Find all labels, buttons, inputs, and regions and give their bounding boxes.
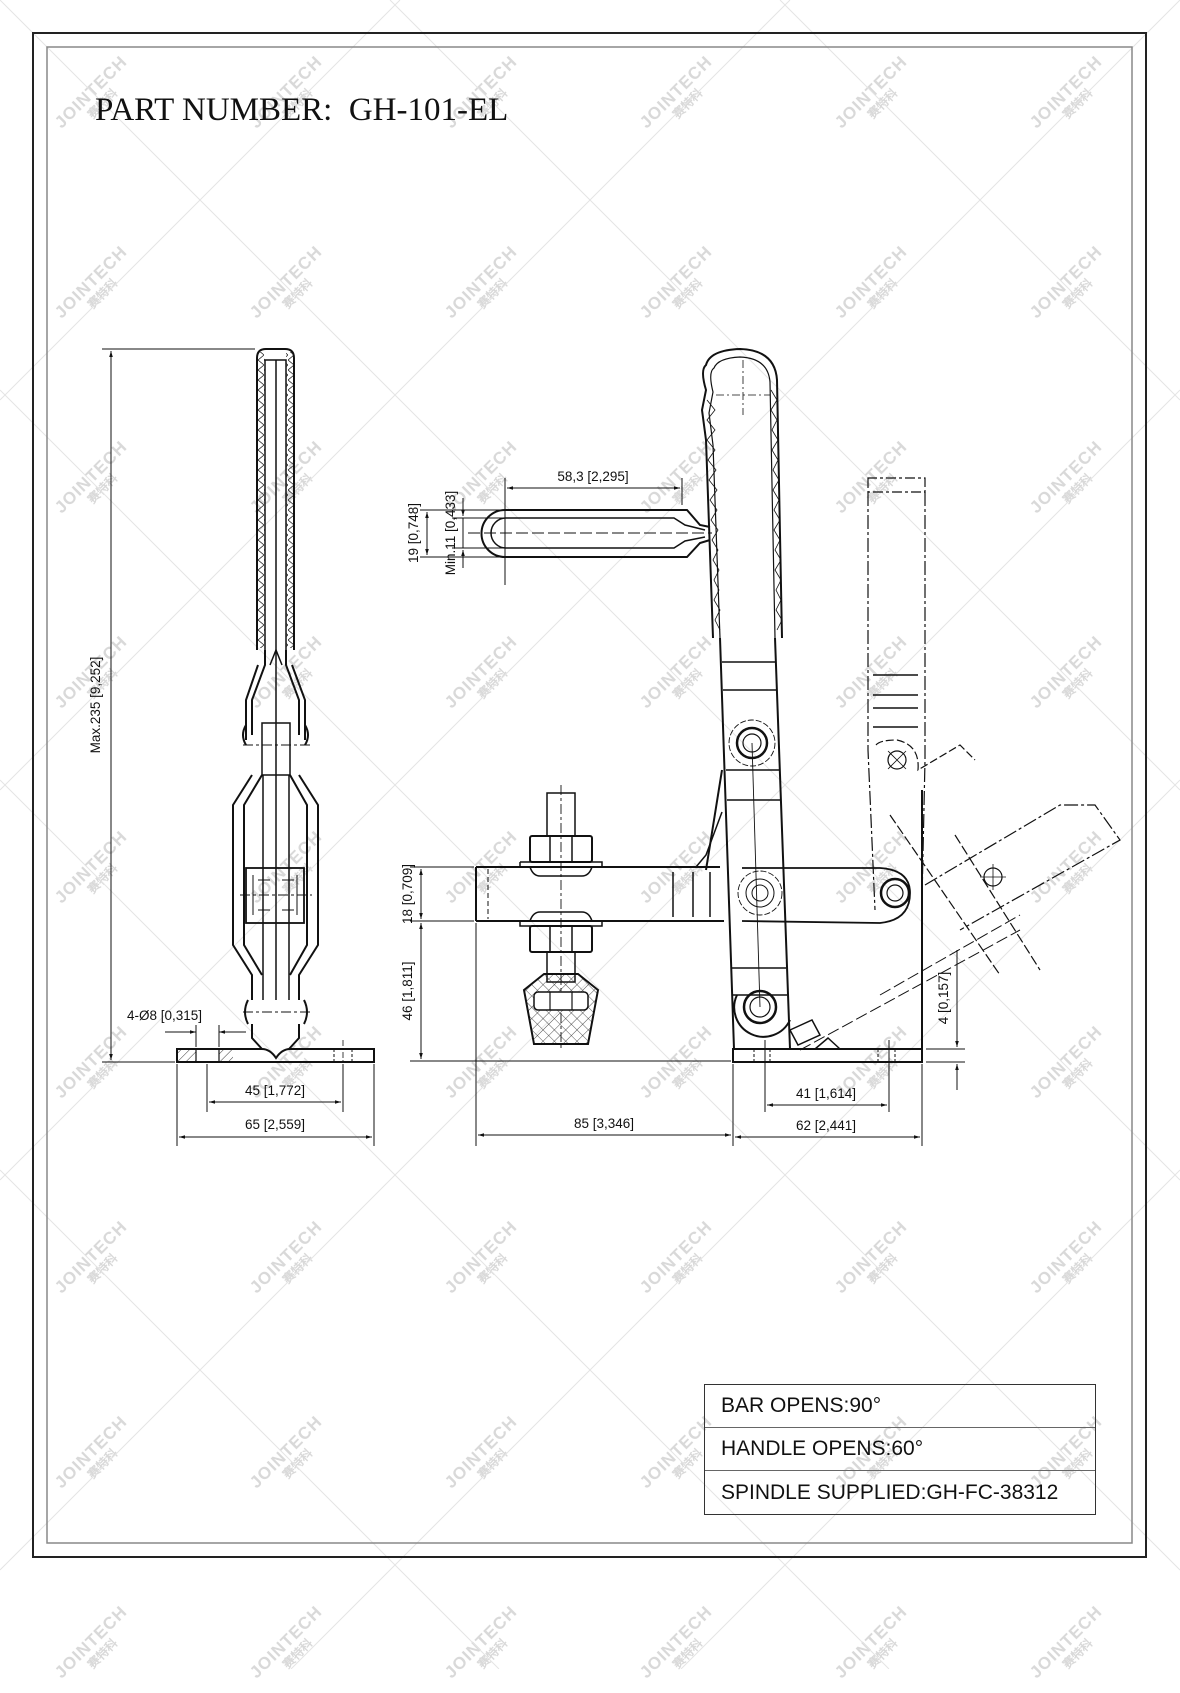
dim-base-hole-spacing: 41 [1,614]: [796, 1086, 856, 1101]
spec-table: BAR OPENS:90° HANDLE OPENS:60° SPINDLE S…: [704, 1384, 1096, 1515]
dim-bar-reach: 85 [3,346]: [574, 1116, 634, 1131]
dim-handle-length: 58,3 [2,295]: [557, 469, 628, 484]
dim-base-width: 65 [2,559]: [245, 1117, 305, 1132]
inner-frame: [46, 46, 1133, 1544]
left-view-dimensions: [102, 348, 375, 1146]
dim-slot-height: 19 [0,748]: [406, 503, 421, 563]
dim-base-thickness: 4 [0,157]: [936, 972, 951, 1025]
dim-slot-width: Min.11 [0,433]: [443, 491, 458, 576]
dim-hole-diameter: 4-Ø8 [0,315]: [127, 1008, 202, 1023]
left-view: [176, 348, 375, 1070]
dim-bar-height: 46 [1,811]: [400, 961, 415, 1020]
outer-frame: [32, 32, 1147, 1558]
dim-bar-thickness: 18 [0,709]: [400, 864, 415, 924]
spec-row-spindle-supplied: SPINDLE SUPPLIED:GH-FC-38312: [721, 1480, 1059, 1504]
dim-base-length: 62 [2,441]: [796, 1118, 856, 1133]
page-title: PART NUMBER: GH-101-EL: [95, 92, 509, 128]
spec-row-handle-opens: HANDLE OPENS:60°: [705, 1428, 1095, 1471]
right-view: [468, 347, 1121, 1063]
dim-max-height: Max.235 [9,252]: [88, 657, 103, 754]
spec-row-bar-opens: BAR OPENS:90°: [705, 1385, 1095, 1428]
dim-hole-spacing: 45 [1,772]: [245, 1083, 305, 1098]
right-view-dimensions: [410, 478, 965, 1146]
